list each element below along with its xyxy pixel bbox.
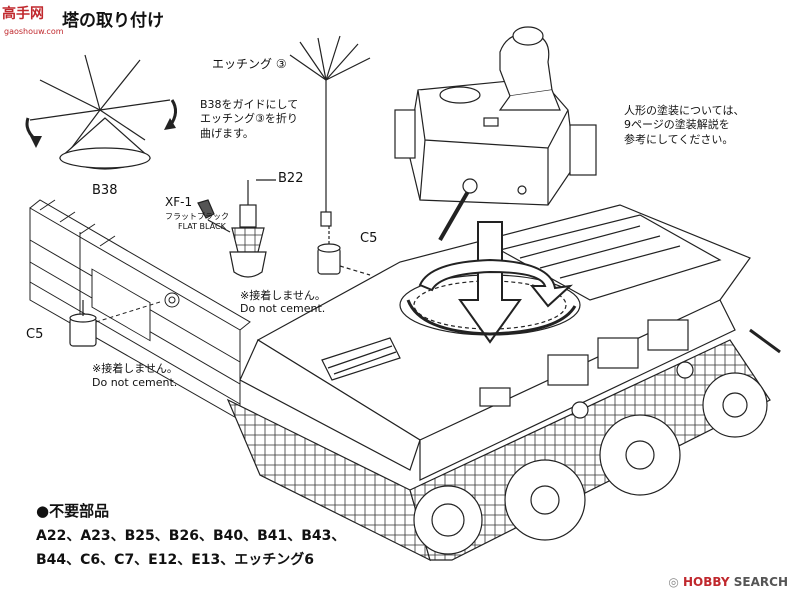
watermark-brand: HOBBY <box>683 575 730 590</box>
hull-detail-cutaway <box>29 199 251 421</box>
site-logo-sub: gaoshouw.com <box>4 27 64 36</box>
watermark-prefix: ◎ <box>668 575 679 590</box>
figure-paint-note-line: 人形の塗装については、 <box>624 104 745 117</box>
antenna-rod <box>289 35 371 227</box>
part-c5-lower <box>69 300 97 347</box>
label-xf1-jp: フラットブラック <box>165 212 229 221</box>
no-cement-note-lower-jp: ※接着しません。 <box>92 362 178 375</box>
no-cement-note-lower-en: Do not cement. <box>92 376 178 389</box>
label-xf1-en: FLAT BLACK <box>178 222 226 231</box>
figure-paint-note: 人形の塗装については、 9ページの塗装解説を 参考にしてください。 <box>624 104 744 147</box>
watermark-suffix: SEARCH <box>733 575 788 590</box>
commander-figure <box>498 26 561 111</box>
instruction-b38: B38をガイドにして エッチング③を折り 曲げます。 <box>200 98 298 141</box>
rotate-arrow-right-icon <box>164 99 177 130</box>
rotation-arrow-icon <box>406 258 577 336</box>
paint-brush-icon <box>197 199 231 233</box>
turret <box>394 77 597 241</box>
figure-paint-note-line: 9ページの塗装解説を <box>624 118 730 132</box>
watermark: ◎ HOBBY SEARCH <box>668 575 788 590</box>
not-required-line: A22、A23、B25、B26、B40、B41、B43、 <box>36 528 346 544</box>
label-b22: B22 <box>278 171 304 186</box>
part-b22-base <box>229 179 276 278</box>
label-c5-lower: C5 <box>26 327 44 342</box>
figure-paint-note-line: 参考にしてください。 <box>624 132 734 146</box>
not-required-heading: ●不要部品 <box>36 502 110 520</box>
no-cement-note-upper-jp: ※接着しません。 <box>240 289 326 302</box>
site-logo: 高手网 <box>2 6 44 22</box>
step-title: 塔の取り付け <box>62 11 164 31</box>
label-etching3: エッチング ③ <box>212 57 287 71</box>
etching-star-antenna <box>29 54 171 151</box>
instruction-b38-line: エッチング③を折り <box>200 112 298 126</box>
part-b38-cone <box>58 117 152 170</box>
not-required-line: B44、C6、C7、E12、E13、エッチング6 <box>36 552 315 568</box>
instruction-b38-line: B38をガイドにして <box>200 98 299 111</box>
install-down-arrow-icon <box>458 221 522 344</box>
instruction-b38-line: 曲げます。 <box>200 126 254 140</box>
road-wheels <box>413 361 768 555</box>
rotate-arrow-left-icon <box>25 117 42 148</box>
label-b38: B38 <box>92 183 118 198</box>
no-cement-note-upper-en: Do not cement. <box>240 302 326 315</box>
label-c5-upper: C5 <box>360 231 378 246</box>
part-c5-upper <box>317 226 371 276</box>
label-xf1: XF-1 <box>165 195 193 209</box>
